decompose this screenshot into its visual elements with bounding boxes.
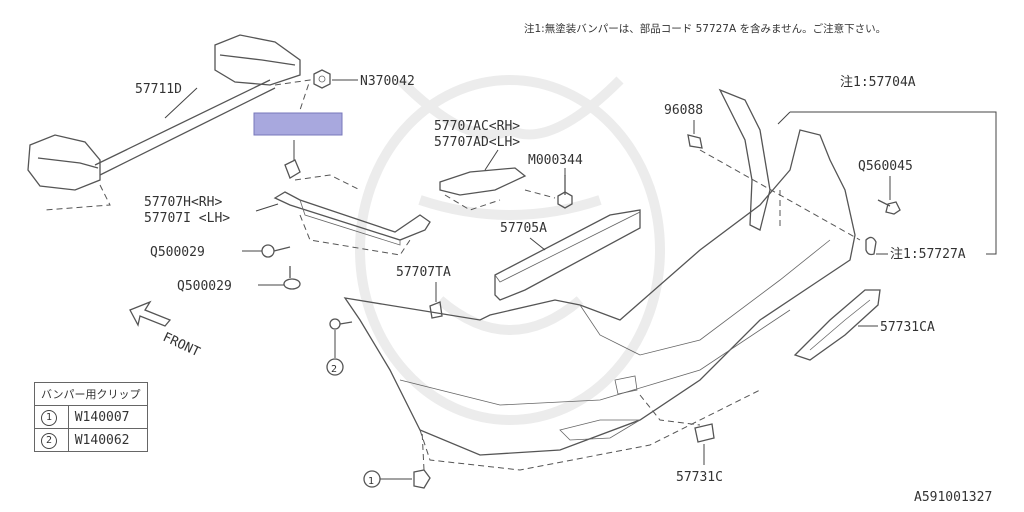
rear-beam-57711d bbox=[27, 34, 311, 211]
screw-m000344 bbox=[557, 175, 573, 209]
front-arrow-icon bbox=[129, 300, 172, 327]
clip-1-part bbox=[363, 429, 431, 489]
label-q500029-a: Q500029 bbox=[150, 245, 205, 260]
label-q500029-b: Q500029 bbox=[177, 279, 232, 294]
clip-number: 1 bbox=[41, 409, 57, 426]
diagram-code: A591001327 bbox=[914, 490, 992, 505]
label-96088: 96088 bbox=[664, 103, 703, 118]
label-57707ac: 57707AC<RH> bbox=[434, 119, 520, 134]
clip-table-header: バンパー用クリップ bbox=[34, 382, 148, 406]
grommet-96088 bbox=[687, 134, 703, 149]
screw-q560045 bbox=[877, 199, 901, 215]
bumper-cover-57704a bbox=[343, 88, 861, 471]
bracket-57707h bbox=[273, 159, 431, 256]
label-q560045: Q560045 bbox=[858, 159, 913, 174]
label-57707ta: 57707TA bbox=[396, 265, 451, 280]
clip-number: 2 bbox=[41, 432, 57, 449]
table-row: 1 W140007 bbox=[34, 405, 148, 429]
clip-code: W140007 bbox=[67, 405, 148, 429]
label-57731c: 57731C bbox=[676, 470, 723, 485]
label-57707ad: 57707AD<LH> bbox=[434, 135, 520, 150]
label-clip-2: 2 bbox=[331, 364, 337, 375]
bracket-57707ac bbox=[439, 167, 527, 211]
label-n370042: N370042 bbox=[360, 74, 415, 89]
label-57711d: 57711D bbox=[135, 82, 182, 97]
table-row: 2 W140062 bbox=[34, 428, 148, 452]
cap-57727a bbox=[865, 236, 877, 256]
nut-n370042 bbox=[313, 69, 331, 89]
label-clip-1: 1 bbox=[368, 476, 374, 487]
label-front: FRONT bbox=[160, 330, 202, 360]
label-57707i: 57707I <LH> bbox=[144, 211, 230, 226]
watermark-emblem bbox=[355, 75, 665, 425]
bumper-clip-table: バンパー用クリップ 1 W140007 2 W140062 bbox=[34, 382, 148, 452]
absorber-57705a bbox=[494, 209, 641, 301]
label-57705a: 57705A bbox=[500, 221, 547, 236]
cover-57731c bbox=[694, 423, 715, 443]
label-57731ca: 57731CA bbox=[880, 320, 935, 335]
top-note: 注1:無塗装バンパーは、部品コード 57727A を含みません。ご注意下さい。 bbox=[524, 22, 886, 35]
screw-q500029-a bbox=[261, 244, 291, 258]
label-57707h: 57707H<RH> bbox=[144, 195, 222, 210]
label-57704a: 注1:57704A bbox=[840, 75, 916, 90]
label-57727a: 注1:57727A bbox=[890, 247, 966, 262]
highlighted-part-box bbox=[253, 112, 343, 136]
clip-code: W140062 bbox=[67, 428, 148, 452]
clip-57707ta bbox=[429, 301, 443, 319]
clip-2-part bbox=[326, 318, 353, 376]
reflector-57731ca bbox=[793, 289, 881, 361]
screw-q500029-b bbox=[283, 266, 301, 290]
label-m000344: M000344 bbox=[528, 153, 583, 168]
